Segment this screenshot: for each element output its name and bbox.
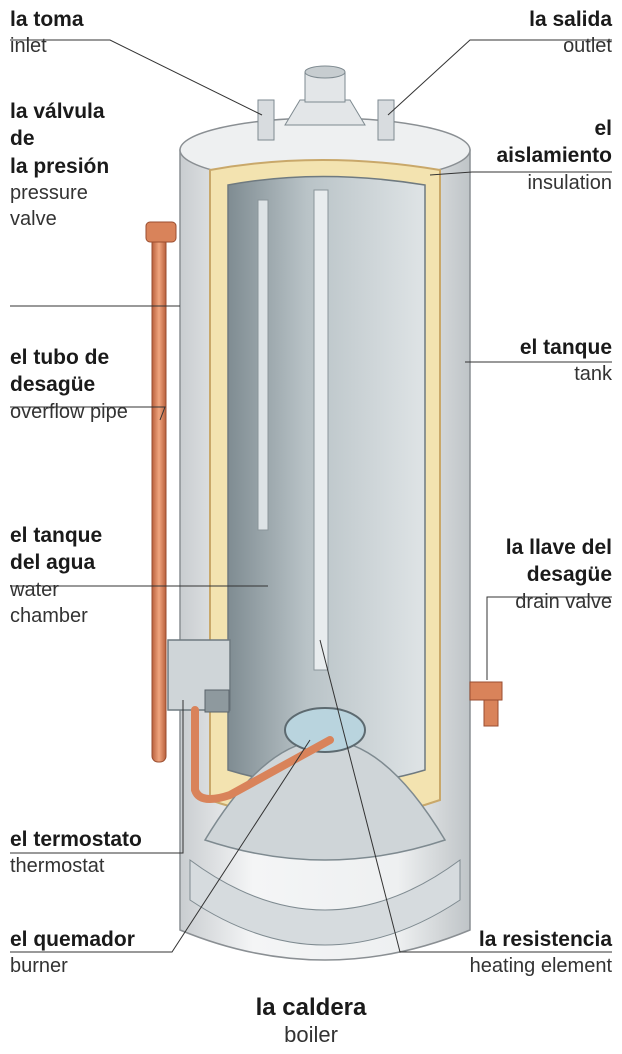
overflow-pipe-es-2: desagüe bbox=[10, 371, 128, 398]
thermostat-en: thermostat bbox=[10, 853, 142, 879]
label-overflow-pipe: el tubo de desagüe overflow pipe bbox=[10, 344, 128, 425]
overflow-pipe-en: overflow pipe bbox=[10, 399, 128, 425]
drain-valve-es-1: la llave del bbox=[506, 534, 612, 561]
label-burner: el quemador burner bbox=[10, 926, 135, 979]
inlet-en: inlet bbox=[10, 33, 84, 59]
title-en: boiler bbox=[0, 1022, 622, 1048]
label-heating-element: la resistencia heating element bbox=[470, 926, 612, 979]
pressure-valve-en-2: valve bbox=[10, 206, 109, 232]
label-outlet: la salida outlet bbox=[529, 6, 612, 59]
label-inlet: la toma inlet bbox=[10, 6, 84, 59]
pressure-valve-es-3: la presión bbox=[10, 153, 109, 180]
label-tank: el tanque tank bbox=[520, 334, 612, 387]
outlet-en: outlet bbox=[529, 33, 612, 59]
tank-en: tank bbox=[520, 361, 612, 387]
drain-valve-es-2: desagüe bbox=[506, 561, 612, 588]
insulation-es-1: el bbox=[496, 115, 612, 142]
label-insulation: el aislamiento insulation bbox=[496, 115, 612, 196]
overflow-pipe-es-1: el tubo de bbox=[10, 344, 128, 371]
water-chamber-en-1: water bbox=[10, 577, 102, 603]
dip-tube bbox=[258, 200, 268, 530]
label-thermostat: el termostato thermostat bbox=[10, 826, 142, 879]
outlet-es: la salida bbox=[529, 6, 612, 33]
thermostat-es: el termostato bbox=[10, 826, 142, 853]
label-pressure-valve: la válvula de la presión pressure valve bbox=[10, 98, 109, 232]
inlet-es: la toma bbox=[10, 6, 84, 33]
label-drain-valve: la llave del desagüe drain valve bbox=[506, 534, 612, 615]
pressure-valve-es-1: la válvula bbox=[10, 98, 109, 125]
heating-element-en: heating element bbox=[470, 953, 612, 979]
pressure-valve-en-1: pressure bbox=[10, 180, 109, 206]
title-es: la caldera bbox=[0, 994, 622, 1022]
label-water-chamber: el tanque del agua water chamber bbox=[10, 522, 102, 629]
burner-es: el quemador bbox=[10, 926, 135, 953]
burner-en: burner bbox=[10, 953, 135, 979]
heating-element-es: la resistencia bbox=[470, 926, 612, 953]
insulation-es-2: aislamiento bbox=[496, 142, 612, 169]
heating-element-rod bbox=[314, 190, 328, 670]
insulation-en: insulation bbox=[496, 170, 612, 196]
water-chamber-es-2: del agua bbox=[10, 549, 102, 576]
page-title: la caldera boiler bbox=[0, 994, 622, 1048]
water-chamber-es-1: el tanque bbox=[10, 522, 102, 549]
tank-es: el tanque bbox=[520, 334, 612, 361]
drain-valve bbox=[470, 682, 502, 726]
drain-valve-en: drain valve bbox=[506, 589, 612, 615]
pressure-valve-es-2: de bbox=[10, 125, 109, 152]
water-chamber-en-2: chamber bbox=[10, 603, 102, 629]
